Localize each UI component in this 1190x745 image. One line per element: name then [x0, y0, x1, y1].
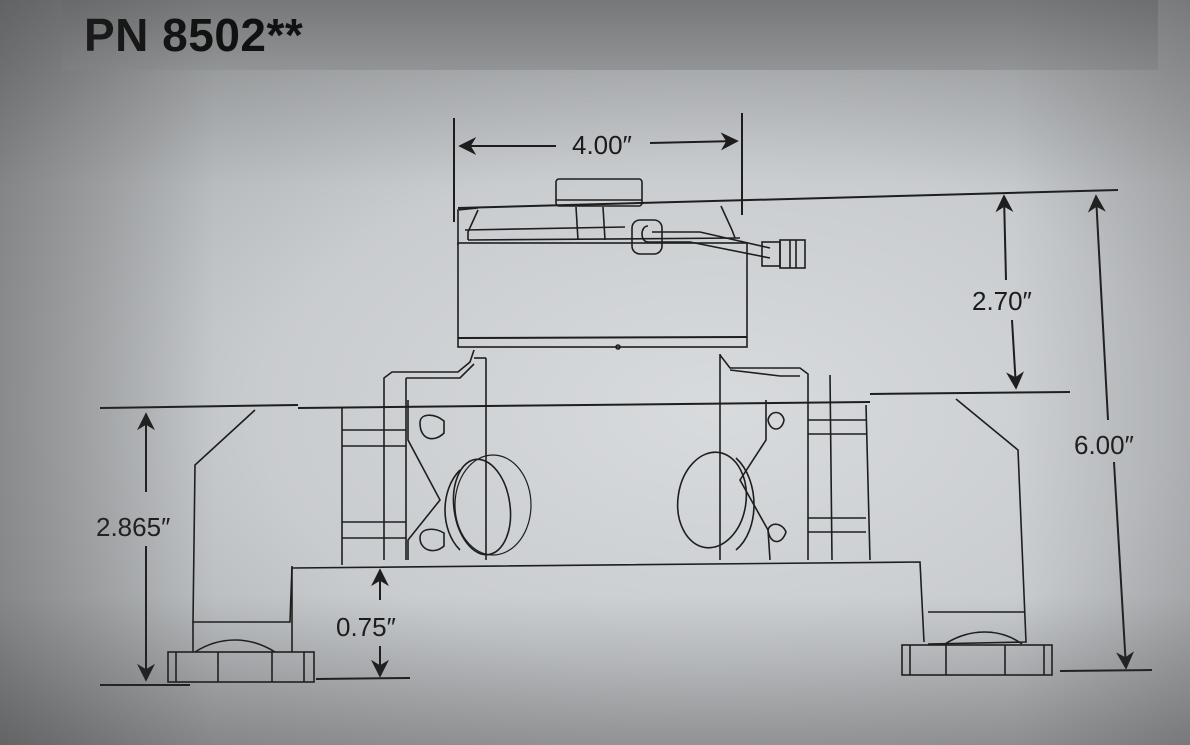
right-base: [901, 398, 1053, 676]
middle-housing: [99, 349, 1071, 565]
dimension-label-base-height: 2.865″: [96, 512, 171, 542]
title-band: [62, 0, 1158, 70]
left-base: [167, 409, 315, 683]
dimension-label-width: 4.00″: [572, 130, 632, 160]
top-module: [457, 178, 1119, 350]
dimension-label-top-height: 2.70″: [972, 286, 1032, 316]
dimension-lines: [100, 194, 1153, 686]
dimension-label-clearance: 0.75″: [336, 612, 396, 642]
part-number-title: PN 8502**: [84, 9, 304, 61]
center-base: [291, 561, 925, 652]
dimension-label-overall-height: 6.00″: [1074, 430, 1134, 460]
dimension-4in: [453, 113, 743, 222]
